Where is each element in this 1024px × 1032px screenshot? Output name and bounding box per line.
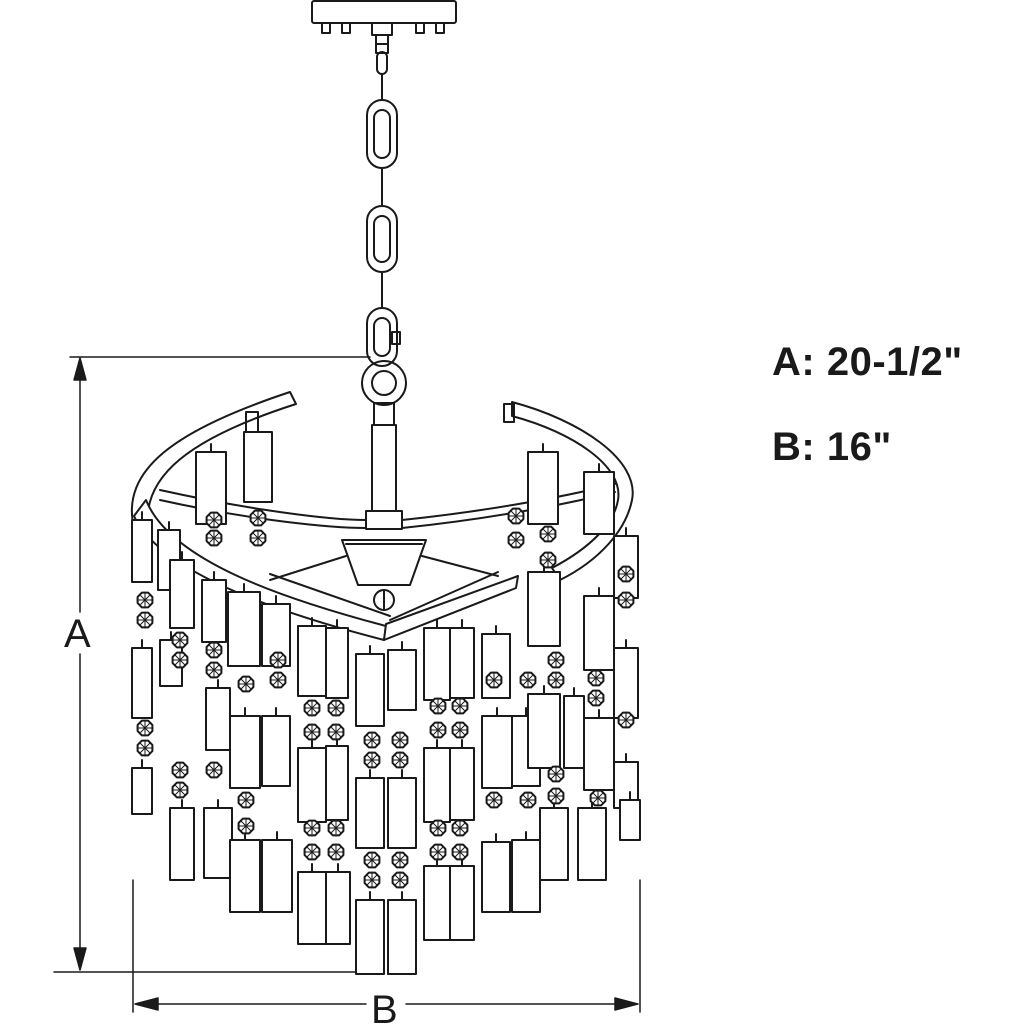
dimension-b-spec: B: 16" (772, 425, 892, 469)
dimension-a-spec: A: 20-1/2" (772, 340, 963, 384)
dimension-b-label: B (371, 988, 398, 1032)
ceiling-canopy (311, 0, 457, 54)
dimension-a-label: A (64, 612, 91, 656)
hanging-chain (361, 51, 407, 406)
dimension-b (132, 879, 641, 1013)
center-stem (269, 402, 499, 611)
dimension-a (53, 356, 381, 973)
crystal-strands (131, 423, 641, 975)
